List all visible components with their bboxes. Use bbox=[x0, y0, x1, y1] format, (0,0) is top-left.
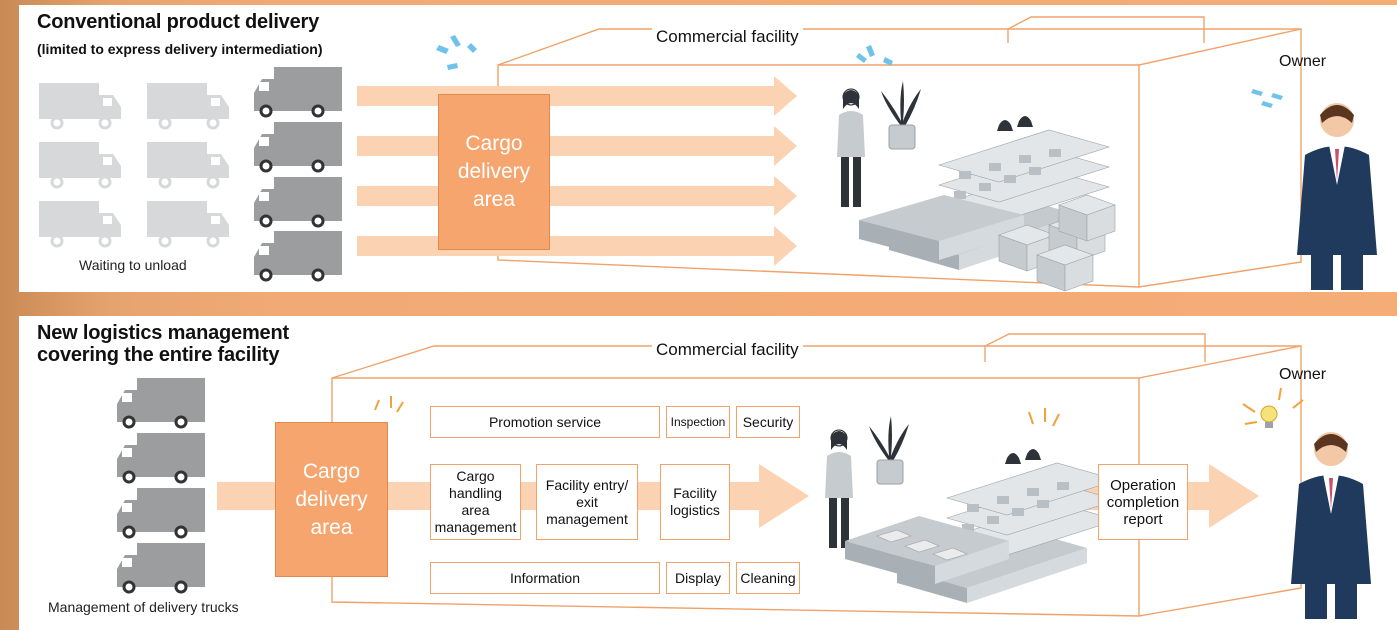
waiting-trucks bbox=[37, 81, 231, 248]
inspection-box: Inspection bbox=[666, 406, 730, 438]
waiting-label: Waiting to unload bbox=[79, 257, 187, 273]
store-interior-illustration bbox=[836, 80, 1116, 292]
bottom-title-line2: covering the entire facility bbox=[37, 344, 280, 366]
bottom-facility-label: Commercial facility bbox=[652, 340, 803, 360]
bottom-title-line1: New logistics management bbox=[37, 322, 289, 344]
owner-figure-top bbox=[1297, 103, 1377, 290]
conventional-delivery-panel: Conventional product delivery (limited t… bbox=[19, 5, 1397, 292]
trucks-label: Management of delivery trucks bbox=[48, 599, 239, 615]
owner-figure-bottom bbox=[1291, 432, 1371, 619]
promotion-service-box: Promotion service bbox=[430, 406, 660, 438]
top-arrows bbox=[357, 76, 797, 266]
bottom-cargo-delivery-area: Cargo delivery area bbox=[275, 422, 388, 577]
operation-report-box: Operation completion report bbox=[1098, 464, 1188, 540]
sparkle-icons bbox=[374, 387, 1304, 427]
bottom-owner-label: Owner bbox=[1279, 366, 1327, 383]
top-title: Conventional product delivery bbox=[37, 11, 320, 33]
entry-exit-box: Facility entry/ exit management bbox=[536, 464, 638, 540]
new-logistics-panel: New logistics management covering the en… bbox=[19, 316, 1397, 630]
cleaning-box: Cleaning bbox=[736, 562, 800, 594]
managed-trucks bbox=[115, 376, 207, 594]
cargo-handling-box: Cargo handling area management bbox=[430, 464, 521, 540]
lightbulb-icon bbox=[1260, 405, 1278, 428]
top-subtitle: (limited to express delivery intermediat… bbox=[37, 41, 323, 57]
top-facility-outline bbox=[497, 16, 1302, 288]
sweat-drops-icon bbox=[436, 35, 1283, 108]
facility-logistics-box: Facility logistics bbox=[660, 464, 730, 540]
security-box: Security bbox=[736, 406, 800, 438]
store-interior-illustration-bottom bbox=[824, 415, 1118, 604]
display-box: Display bbox=[666, 562, 730, 594]
top-owner-label: Owner bbox=[1279, 53, 1327, 70]
top-cargo-delivery-area: Cargo delivery area bbox=[438, 94, 550, 250]
top-facility-label: Commercial facility bbox=[652, 27, 803, 47]
delivering-trucks bbox=[252, 65, 344, 282]
information-box: Information bbox=[430, 562, 660, 594]
